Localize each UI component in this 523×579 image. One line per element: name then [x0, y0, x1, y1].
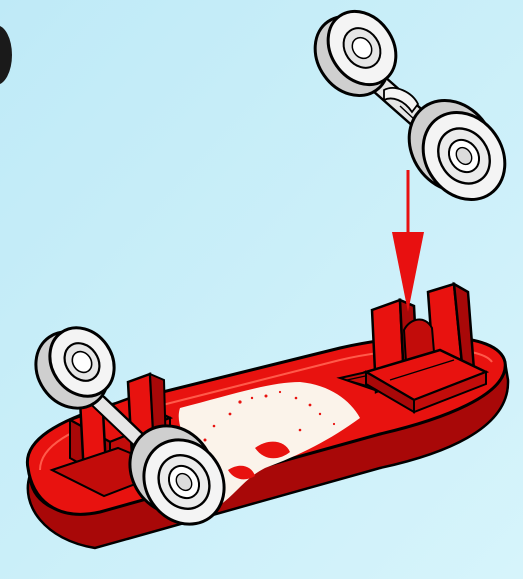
- skateboard-assembly-illustration: [0, 0, 523, 579]
- assembly-instruction-canvas: [0, 0, 523, 579]
